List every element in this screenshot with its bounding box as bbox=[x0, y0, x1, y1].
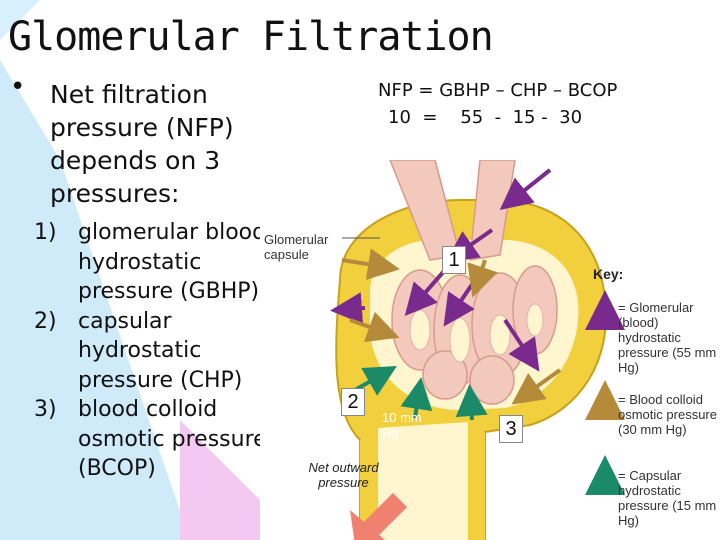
glomerulus-figure: Glomerular capsule 10 mm Hg Net outward … bbox=[260, 160, 720, 540]
net-outward-label: Net outward pressure bbox=[308, 460, 379, 490]
key-title: Key: bbox=[593, 266, 624, 282]
list-number: 3) bbox=[34, 397, 57, 422]
net-pressure-value: 10 mm Hg bbox=[382, 410, 422, 440]
marker-badge-2: 2 bbox=[341, 388, 365, 416]
marker-badge-3: 3 bbox=[499, 415, 523, 443]
key-item-bcop: = Blood colloid osmotic pressure (30 mm … bbox=[618, 392, 717, 437]
capsule-label: Glomerular capsule bbox=[264, 232, 329, 262]
list-item: 2) capsular hydrostatic pressure (CHP) bbox=[34, 307, 284, 396]
list-item: 1) glomerular blood hydrostatic pressure… bbox=[34, 218, 284, 307]
list-item-text: capsular hydrostatic pressure (CHP) bbox=[78, 308, 243, 393]
list-item-text: blood colloid osmotic pressure (BCOP) bbox=[78, 397, 267, 481]
list-item: 3) blood colloid osmotic pressure (BCOP) bbox=[34, 395, 284, 484]
list-item-text: glomerular blood hydrostatic pressure (G… bbox=[78, 220, 267, 304]
slide-title: Glomerular Filtration bbox=[8, 14, 494, 60]
equation-line-values: 10 = 55 - 15 - 30 bbox=[388, 107, 583, 128]
glomerulus-illustration bbox=[330, 160, 625, 540]
key-item-gbhp: = Glomerular (blood) hydrostatic pressur… bbox=[618, 300, 717, 375]
equation-line-formula: NFP = GBHP – CHP – BCOP bbox=[378, 80, 618, 101]
pressure-list: 1) glomerular blood hydrostatic pressure… bbox=[34, 218, 284, 484]
intro-text: Net filtration pressure (NFP) depends on… bbox=[50, 80, 234, 208]
list-number: 2) bbox=[34, 308, 57, 334]
key-item-chp: = Capsular hydrostatic pressure (15 mm H… bbox=[618, 468, 717, 528]
bullet-dot: • bbox=[10, 72, 26, 102]
marker-badge-1: 1 bbox=[442, 246, 466, 274]
list-number: 1) bbox=[34, 220, 57, 245]
